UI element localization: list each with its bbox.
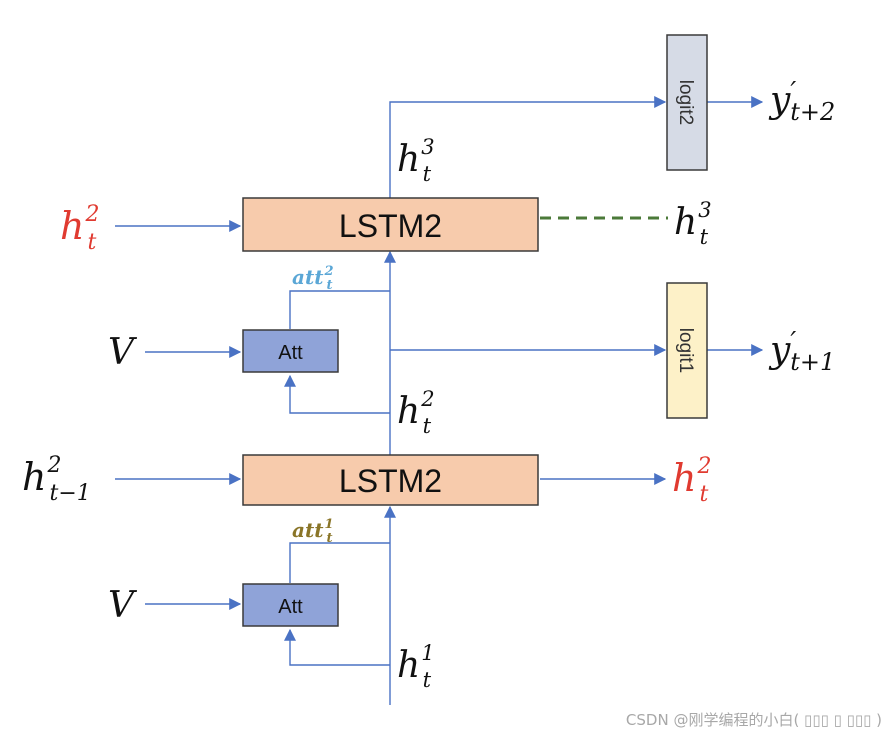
att-top-label: Att bbox=[278, 342, 303, 364]
line-att-top-to-trunk bbox=[289, 290, 390, 329]
box-lstm-top: LSTM2 bbox=[242, 197, 539, 252]
lstm-top-label: LSTM2 bbox=[339, 208, 442, 244]
label-v-top: V bbox=[108, 332, 138, 373]
line-att-bottom-to-trunk bbox=[289, 542, 390, 583]
connectors bbox=[115, 96, 764, 705]
box-logit2: logit2 bbox=[666, 34, 708, 171]
lstm-bottom-label: LSTM2 bbox=[339, 463, 442, 499]
label-y-t2: y′t+2 bbox=[768, 77, 835, 126]
box-logit1: logit1 bbox=[666, 282, 708, 419]
label-y-t1: y′t+1 bbox=[768, 327, 835, 376]
watermark: CSDN @刚学编程的小白( ▯▯▯ ▯ ▯▯▯ ) bbox=[625, 711, 882, 729]
label-v-bottom: V bbox=[108, 585, 138, 626]
box-lstm-bottom: LSTM2 bbox=[242, 454, 539, 506]
att-bottom-label: Att bbox=[278, 596, 303, 618]
logit2-label: logit2 bbox=[675, 80, 696, 125]
arrow-lstm-top-to-logit2 bbox=[389, 96, 667, 198]
box-att-bottom: Att bbox=[242, 583, 339, 627]
logit1-label: logit1 bbox=[675, 328, 696, 373]
arrow-h2-to-att-top bbox=[284, 374, 390, 414]
box-att-top: Att bbox=[242, 329, 339, 373]
arrow-h1-to-att-bottom bbox=[284, 628, 390, 666]
